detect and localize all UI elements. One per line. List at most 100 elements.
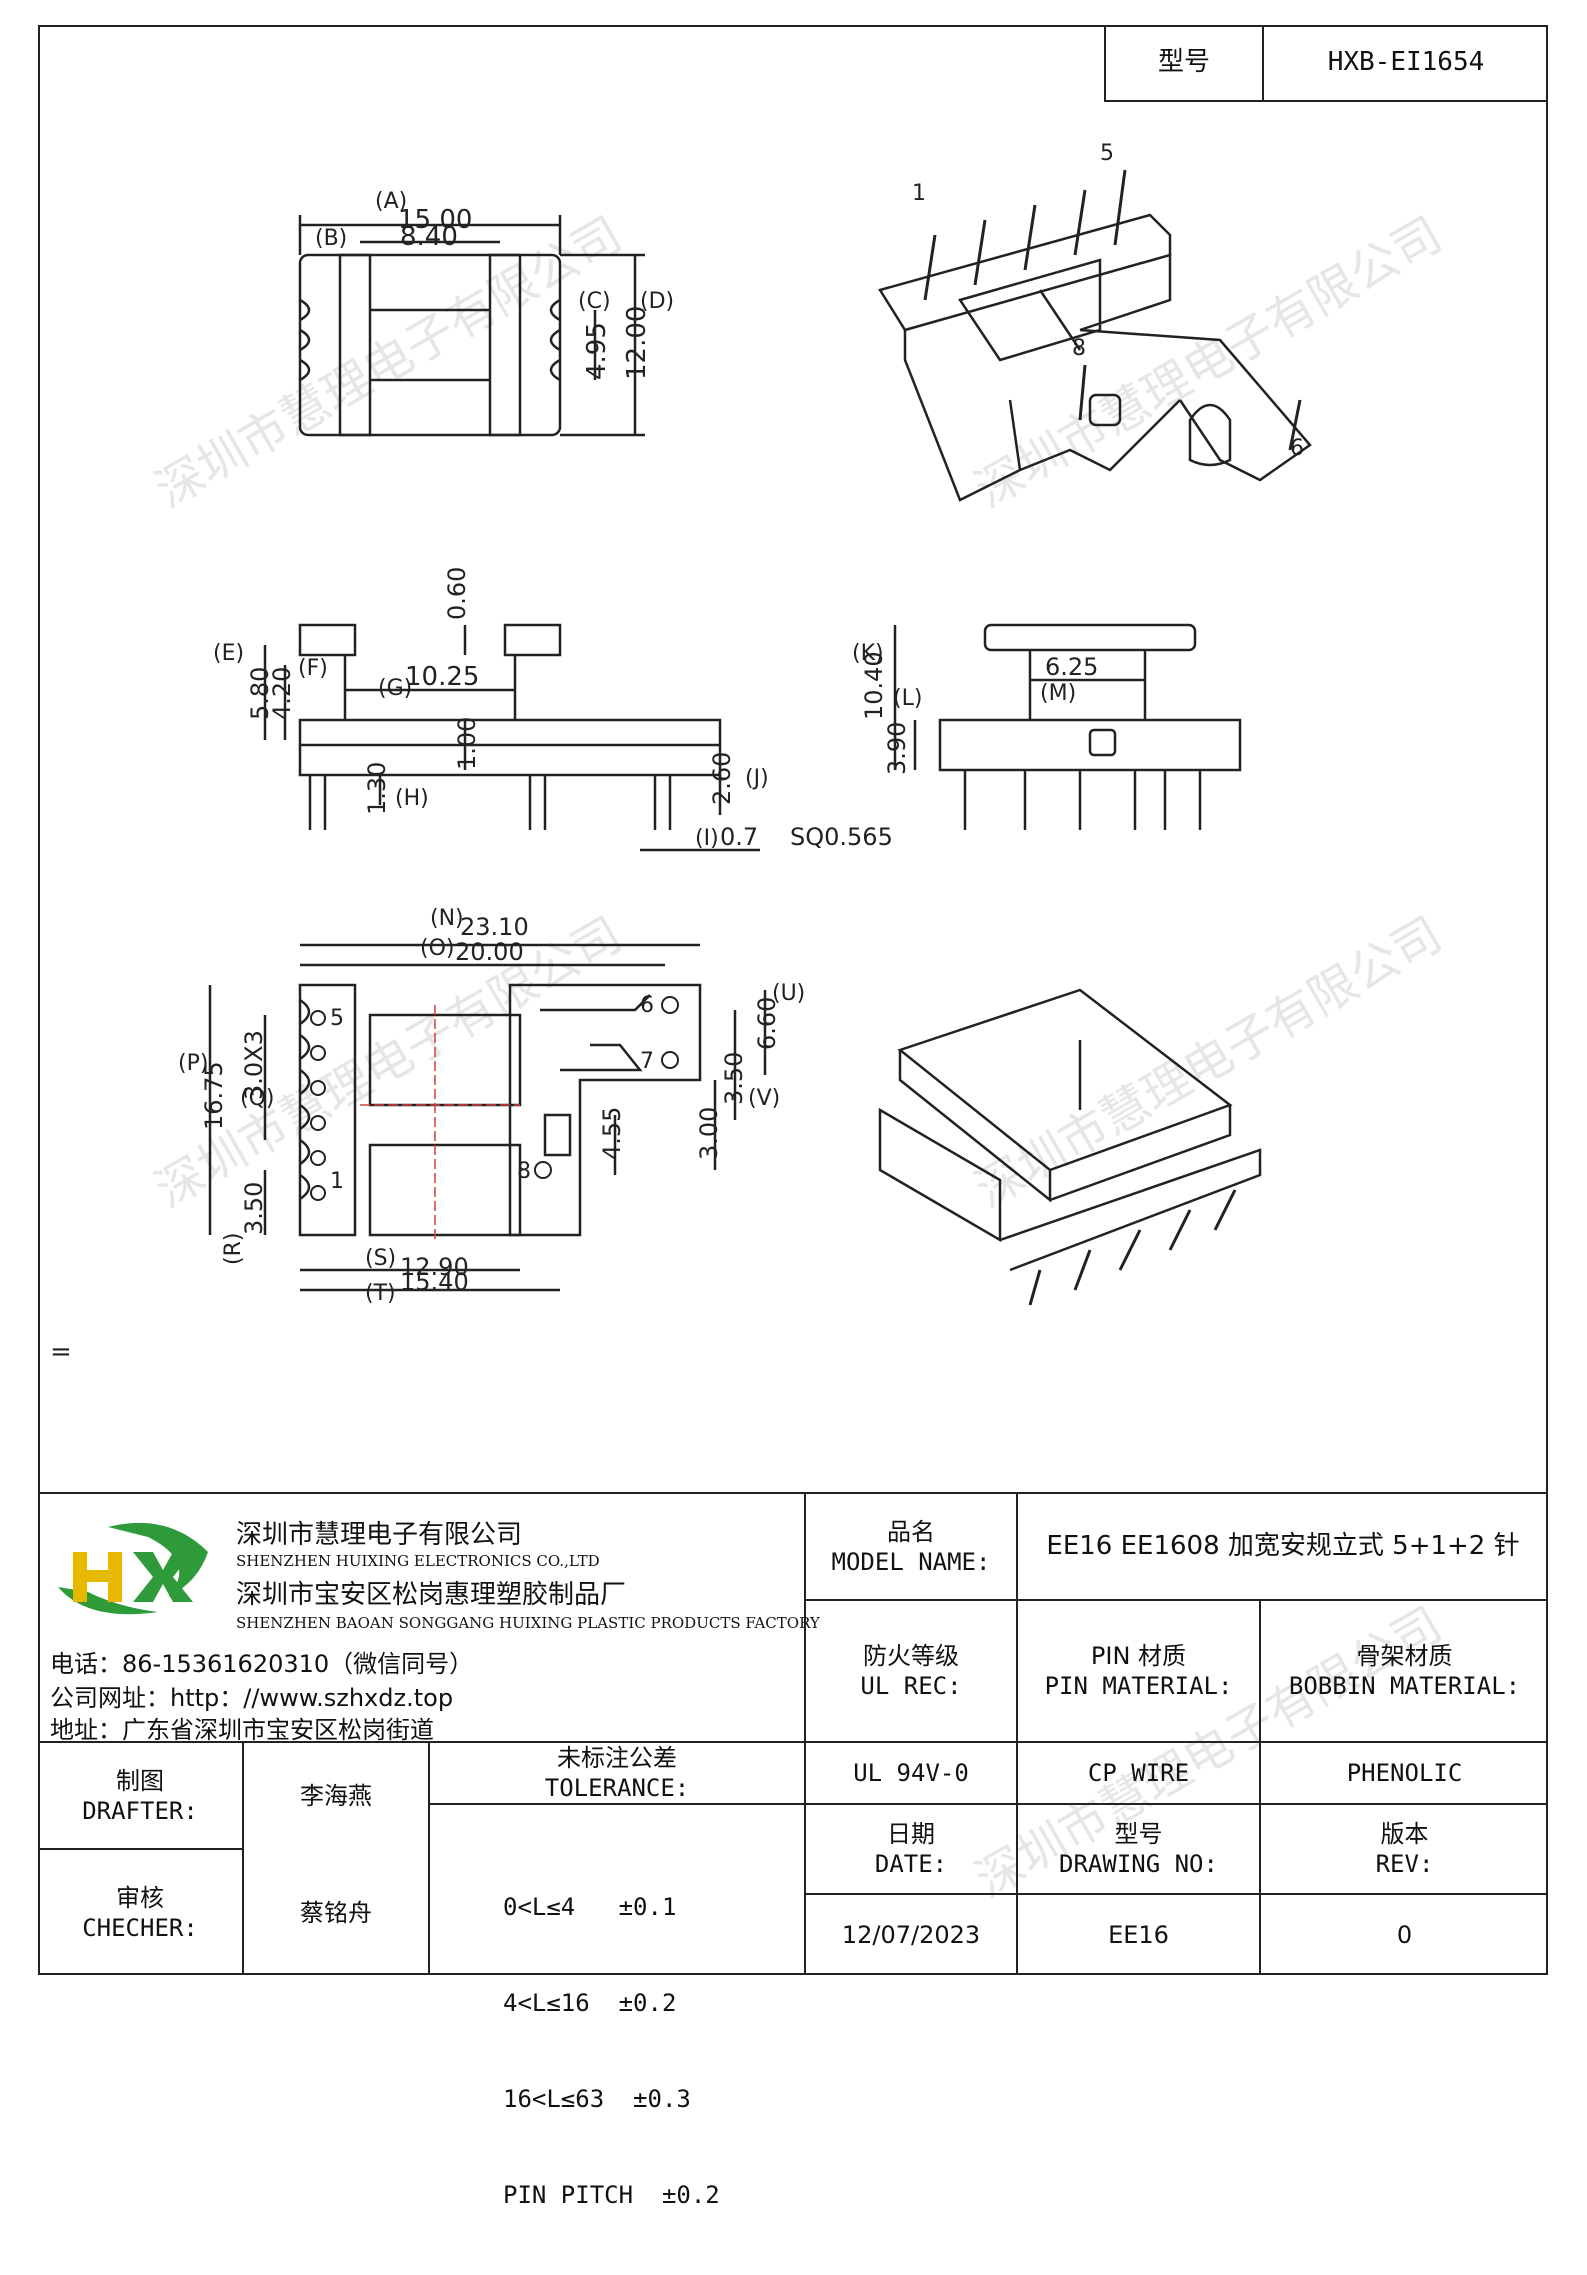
ul-header: 防火等级 UL REC: <box>860 1642 962 1700</box>
dim-n-label: (N) <box>430 906 464 931</box>
pin-material-value: CP WIRE <box>1087 1759 1190 1787</box>
front-view <box>263 623 760 852</box>
center-lines <box>360 1005 520 1240</box>
dim-c-value: 4.95 <box>582 322 612 380</box>
dim-a-label: (A) <box>375 189 407 214</box>
header-model-label: 型号 <box>1157 47 1210 78</box>
stray-mark: = <box>50 1337 72 1367</box>
side-view <box>893 623 1242 830</box>
dim-p-value: 16.75 <box>200 1061 228 1130</box>
dim-b-label: (B) <box>315 226 347 251</box>
tolerance-item: PIN PITCH ±0.2 <box>503 2181 720 2209</box>
pin-label-1: 1 <box>330 1169 344 1194</box>
date-header: 日期 DATE: <box>874 1820 948 1878</box>
iso-pin-6: 6 <box>1290 436 1304 461</box>
dim-m-label: (M) <box>1040 681 1076 706</box>
dim-h-value: 1.30 <box>363 762 391 815</box>
dim-i-label: (I) <box>695 826 719 851</box>
dim-d-label: (D) <box>640 289 674 314</box>
bobbin-material-header: 骨架材质 BOBBIN MATERIAL: <box>1288 1642 1521 1700</box>
model-name-value: EE16 EE1608 加宽安规立式 5+1+2 针 <box>1046 1531 1520 1562</box>
dim-m-value: 6.25 <box>1045 653 1098 681</box>
dim-h-label: (H) <box>395 786 429 811</box>
bobbin-material-value: PHENOLIC <box>1346 1759 1463 1787</box>
top-view <box>298 215 645 437</box>
tolerance-item: 4<L≤16 ±0.2 <box>503 1989 677 2017</box>
dim-u-label: (U) <box>772 981 805 1006</box>
company-name-en: SHENZHEN HUIXING ELECTRONICS CO.,LTD <box>236 1552 600 1570</box>
dim-v-value: 3.50 <box>720 1052 748 1105</box>
company-logo <box>48 1512 218 1622</box>
checker-name: 蔡铭舟 <box>300 1898 372 1927</box>
pin-spec-sq: SQ0.565 <box>790 823 893 851</box>
dim-l-label: (L) <box>893 686 922 711</box>
iso-view-top <box>878 169 1312 502</box>
dim-s-value: 12.90 <box>400 1253 469 1281</box>
dim-b-value: 8.40 <box>400 222 458 252</box>
dim-g-value: 10.25 <box>405 662 479 692</box>
dim-top-value: 0.60 <box>443 567 471 620</box>
company-name-cn: 深圳市慧理电子有限公司 <box>236 1520 523 1550</box>
dim-k-label: (K) <box>852 641 884 666</box>
dim-v-label: (V) <box>748 1086 780 1111</box>
dim-u-value: 6.60 <box>753 997 781 1050</box>
drafter-name: 李海燕 <box>300 1781 372 1810</box>
dim-k-value: 10.40 <box>860 651 888 720</box>
pin-spec: 0.7 <box>720 823 758 851</box>
drawing-no-value: EE16 <box>1108 1921 1169 1949</box>
dim-g-label: (G) <box>378 676 412 701</box>
company-address: 地址：广东省深圳市宝安区松岗街道 <box>50 1716 434 1744</box>
iso-view-bottom <box>878 988 1262 1306</box>
title-block: 深圳市慧理电子有限公司 SHENZHEN HUIXING ELECTRONICS… <box>38 1492 1548 2209</box>
tolerance-list: 0<L≤4 ±0.1 4<L≤16 ±0.2 16<L≤63 ±0.3 PIN … <box>503 1827 720 2275</box>
date-value: 12/07/2023 <box>841 1921 981 1949</box>
pin-label-8: 8 <box>517 1159 531 1184</box>
drafter-header: 制图 DRAFTER: <box>82 1766 198 1825</box>
pin-holes <box>310 996 679 1201</box>
header-model-value: HXB-EI1654 <box>1327 47 1485 78</box>
company-website: 公司网址：http：//www.szhxdz.top <box>50 1684 454 1712</box>
dim-r-label: (R) <box>221 1233 246 1265</box>
dim-e-value: 5.80 <box>246 667 274 720</box>
pin-label-7: 7 <box>640 1049 654 1074</box>
dim-f-value: 4.20 <box>268 667 296 720</box>
dim-o-label: (O) <box>420 936 454 961</box>
rev-value: 0 <box>1396 1921 1413 1949</box>
dim-q-label: (Q) <box>240 1086 274 1111</box>
dim-w-value: 3.00 <box>695 1107 723 1160</box>
dim-e-label: (E) <box>213 641 244 666</box>
iso-pin-1: 1 <box>912 181 926 206</box>
dim-n-value: 23.10 <box>460 913 529 941</box>
dim-t-value: 15.40 <box>400 1268 469 1296</box>
dim-a-value: 15.00 <box>398 205 472 235</box>
dim-j-value: 2.60 <box>708 752 736 805</box>
tolerance-item: 16<L≤63 ±0.3 <box>503 2085 691 2113</box>
dim-c-label: (C) <box>578 289 611 314</box>
dim-o-value: 20.00 <box>455 938 524 966</box>
tolerance-item: 0<L≤4 ±0.1 <box>503 1893 677 1921</box>
ul-value: UL 94V-0 <box>853 1759 969 1787</box>
dim-q-value: 3.0X3 <box>240 1030 268 1100</box>
dim-s-label: (S) <box>365 1246 396 1271</box>
dim-mid-value: 1.00 <box>453 717 481 770</box>
iso-pin-5: 5 <box>1100 141 1114 166</box>
pin-label-5: 5 <box>330 1006 344 1031</box>
drawing-no-header: 型号 DRAWING NO: <box>1059 1820 1218 1878</box>
dim-r-value: 3.50 <box>240 1182 268 1235</box>
pin-material-header: PIN 材质 PIN MATERIAL: <box>1044 1642 1233 1700</box>
pin-label-6: 6 <box>640 993 654 1018</box>
drawing-sheet <box>38 25 1548 1975</box>
technical-drawing: (A) 15.00 (B) 8.40 (C) (D) 4.95 12.00 1 … <box>50 141 1312 1367</box>
header-model-box: 型号 HXB-EI1654 <box>1104 25 1548 102</box>
factory-name-en: SHENZHEN BAOAN SONGGANG HUIXING PLASTIC … <box>236 1614 820 1632</box>
tolerance-header: 未标注公差 TOLERANCE: <box>544 1744 690 1802</box>
company-phone: 电话：86-15361620310（微信同号） <box>50 1650 474 1678</box>
factory-name-cn: 深圳市宝安区松岗惠理塑胶制品厂 <box>236 1580 627 1610</box>
rev-header: 版本 REV: <box>1375 1820 1434 1878</box>
dim-l-value: 3.90 <box>883 722 911 775</box>
dim-x-value: 4.55 <box>598 1107 626 1160</box>
iso-pin-8: 8 <box>1072 336 1086 361</box>
checker-header: 审核 CHECHER: <box>82 1883 198 1942</box>
bottom-view <box>208 943 767 1292</box>
model-name-header: 品名 MODEL NAME: <box>831 1517 991 1576</box>
